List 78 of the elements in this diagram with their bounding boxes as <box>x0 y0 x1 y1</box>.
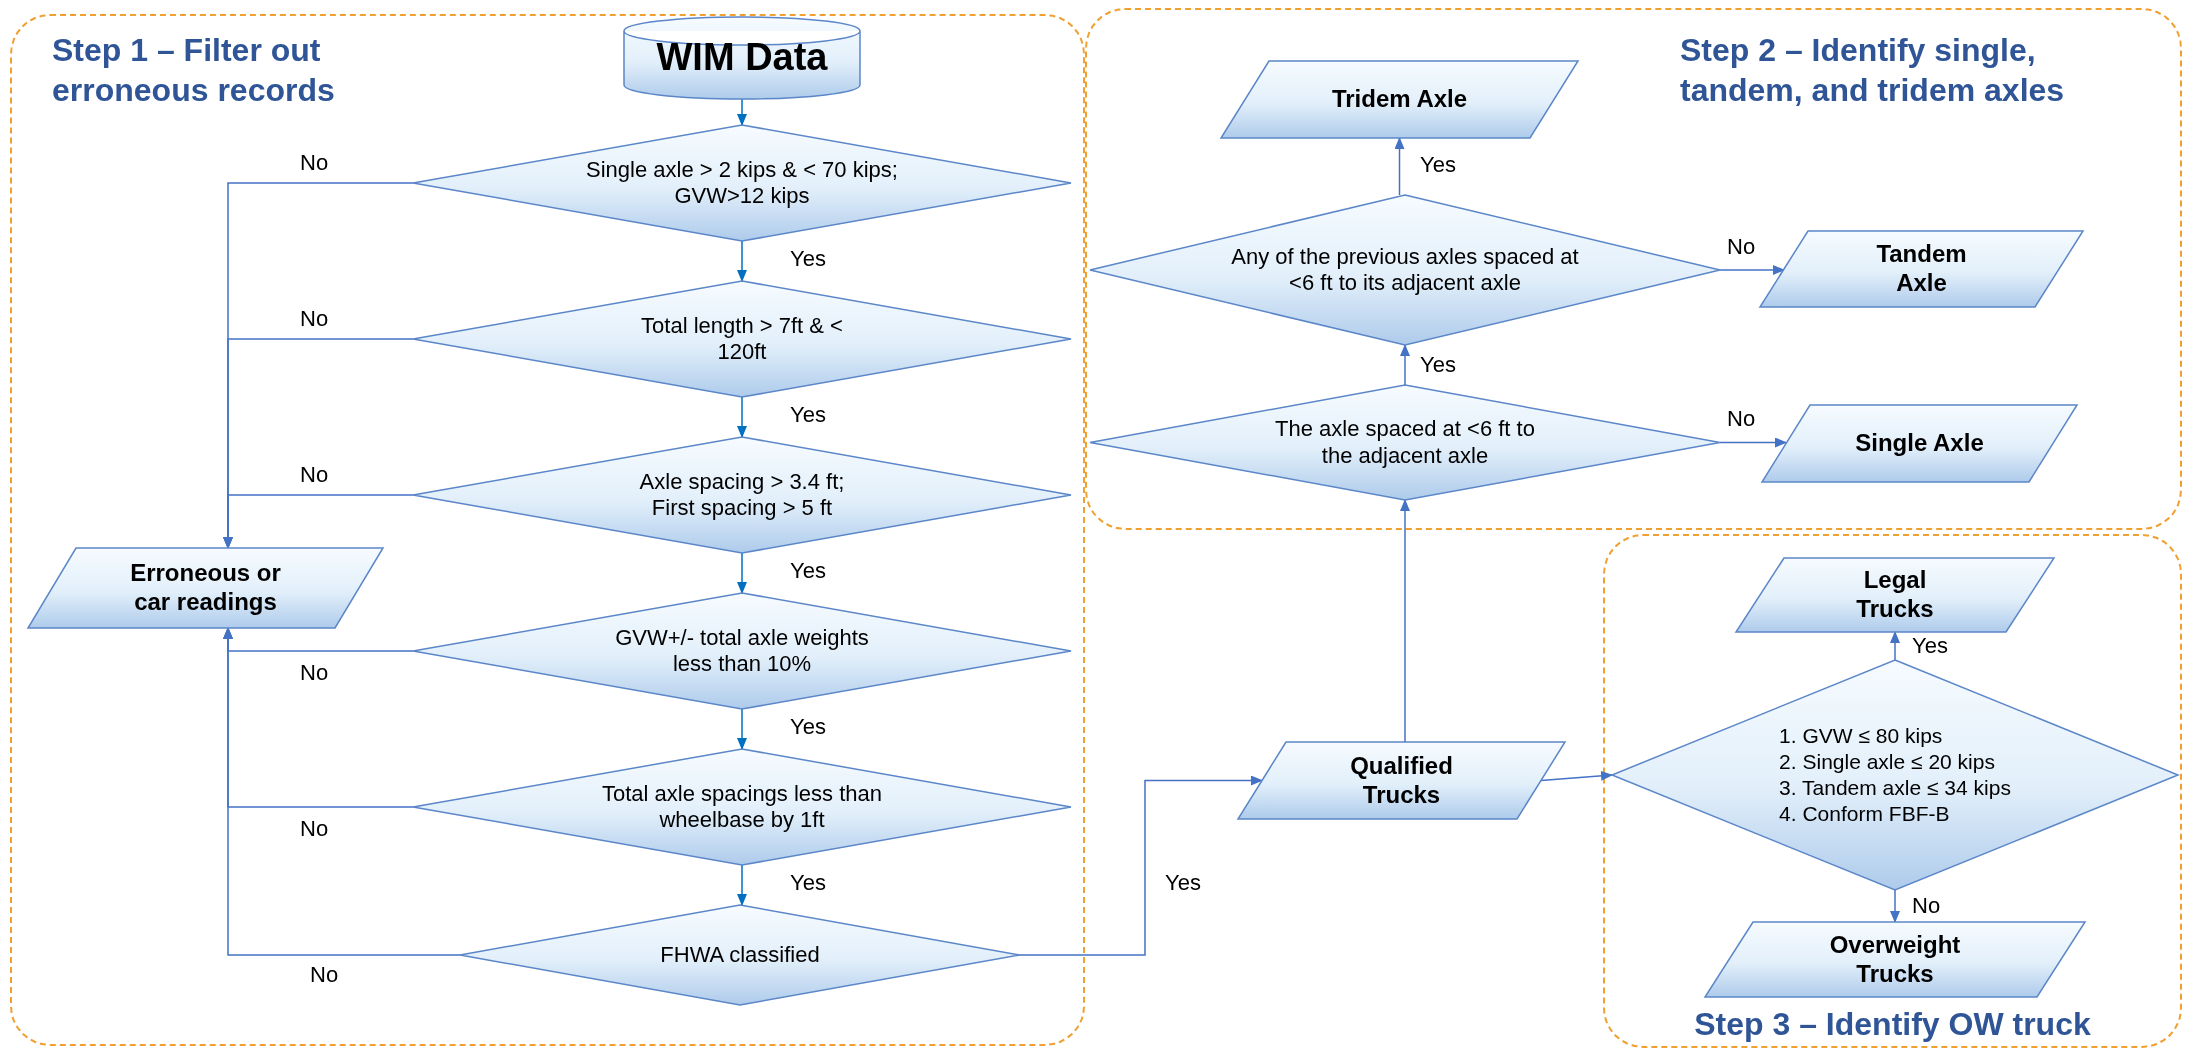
list-item: 2. Single axle ≤ 20 kips <box>1779 749 1995 775</box>
edge-label: No <box>300 660 329 686</box>
flow-arrow <box>223 627 461 956</box>
list-item: 4. Conform FBF-B <box>1779 801 1950 827</box>
edge-label: No <box>300 306 329 332</box>
step-panel <box>10 14 1085 1046</box>
data-parallelogram <box>1221 61 1578 138</box>
database-cylinder <box>624 17 860 99</box>
panel-title: Step 3 – Identify OW truck <box>1693 1005 2092 1044</box>
edge-label: Yes <box>1165 870 1201 896</box>
edge-label: No <box>310 962 339 988</box>
node-text: Legal Trucks <box>1855 566 1935 624</box>
decision-diamond <box>1612 660 2178 890</box>
flow-arrow <box>1719 265 1785 275</box>
flow-arrow <box>1719 437 1787 448</box>
edge-label: Yes <box>790 558 826 584</box>
edge-label: Yes <box>790 402 826 428</box>
edge-label: Yes <box>1420 352 1456 378</box>
edge-label: Yes <box>1420 152 1456 178</box>
node-text: Axle spacing > 3.4 ft; First spacing > 5 ft <box>638 468 846 522</box>
flow-arrow <box>737 98 747 126</box>
decision-diamond <box>413 593 1071 709</box>
edge-label: No <box>1912 893 1941 919</box>
node-text: The axle spaced at <6 ft to the adjacent axle <box>1274 416 1536 469</box>
edge-label: No <box>300 462 329 488</box>
node-text: Any of the previous axles spaced at <6 ft to its adjacent axle <box>1230 243 1580 297</box>
decision-diamond <box>413 749 1071 865</box>
step-panel <box>1085 8 2182 530</box>
panel-title: Step 2 – Identify single, tandem, and tridem axles <box>1680 31 2066 110</box>
flow-arrow <box>1400 499 1410 743</box>
node-text: Qualified Trucks <box>1349 751 1454 810</box>
node-text: Tandem Axle <box>1875 240 1968 298</box>
data-parallelogram <box>1705 922 2085 997</box>
node-text: Overweight Trucks <box>1828 930 1962 989</box>
node-text: Erroneous or car readings <box>129 559 282 617</box>
data-parallelogram <box>1238 742 1565 819</box>
decision-diamond <box>1090 195 1720 345</box>
decision-diamond <box>460 905 1020 1005</box>
node-text: Single axle > 2 kips & < 70 kips; GVW>12 kips <box>585 156 899 210</box>
flow-arrow <box>1890 631 1900 661</box>
flow-arrow <box>1394 137 1405 196</box>
list-item: 1. GVW ≤ 80 kips <box>1779 723 1943 749</box>
edge-label: Yes <box>790 870 826 896</box>
node-text: WIM Data <box>656 37 828 79</box>
node-text: Single Axle <box>1855 429 1984 458</box>
list-item: 3. Tandem axle ≤ 34 kips <box>1779 775 2011 801</box>
edge-label: Yes <box>790 714 826 740</box>
flow-arrow <box>737 552 747 594</box>
edge-label: Yes <box>790 246 826 272</box>
data-parallelogram <box>1736 558 2054 632</box>
node-text: Total axle spacings less than wheelbase by 1ft <box>600 780 884 834</box>
step-panel <box>1603 534 2182 1048</box>
decision-diamond <box>413 281 1071 397</box>
edge-label: Yes <box>1912 633 1948 659</box>
decision-diamond <box>413 437 1071 553</box>
flow-arrow <box>1019 775 1263 956</box>
flow-arrow <box>737 708 747 750</box>
data-parallelogram <box>1762 405 2077 482</box>
decision-diamond <box>413 125 1071 241</box>
flow-arrow <box>1890 889 1900 923</box>
panel-title: Step 1 – Filter out erroneous records <box>52 31 336 110</box>
node-text: FHWA classified <box>660 941 820 969</box>
flow-arrow <box>737 396 747 438</box>
flow-arrow <box>1540 770 1613 782</box>
node-text: Total length > 7ft & < 120ft <box>640 312 844 366</box>
flow-arrow <box>223 494 414 549</box>
node-text: Tridem Axle <box>1331 85 1468 114</box>
flow-arrow <box>737 864 747 906</box>
decision-diamond <box>1090 385 1720 500</box>
edge-label: No <box>1727 406 1756 432</box>
edge-label: No <box>300 816 329 842</box>
edge-label: No <box>1727 234 1756 260</box>
flow-arrow <box>1400 344 1410 386</box>
data-parallelogram <box>28 548 383 628</box>
flow-arrow <box>737 240 747 282</box>
node-text: GVW+/- total axle weights less than 10% <box>614 624 870 678</box>
edge-label: No <box>300 150 329 176</box>
data-parallelogram <box>1760 231 2083 307</box>
